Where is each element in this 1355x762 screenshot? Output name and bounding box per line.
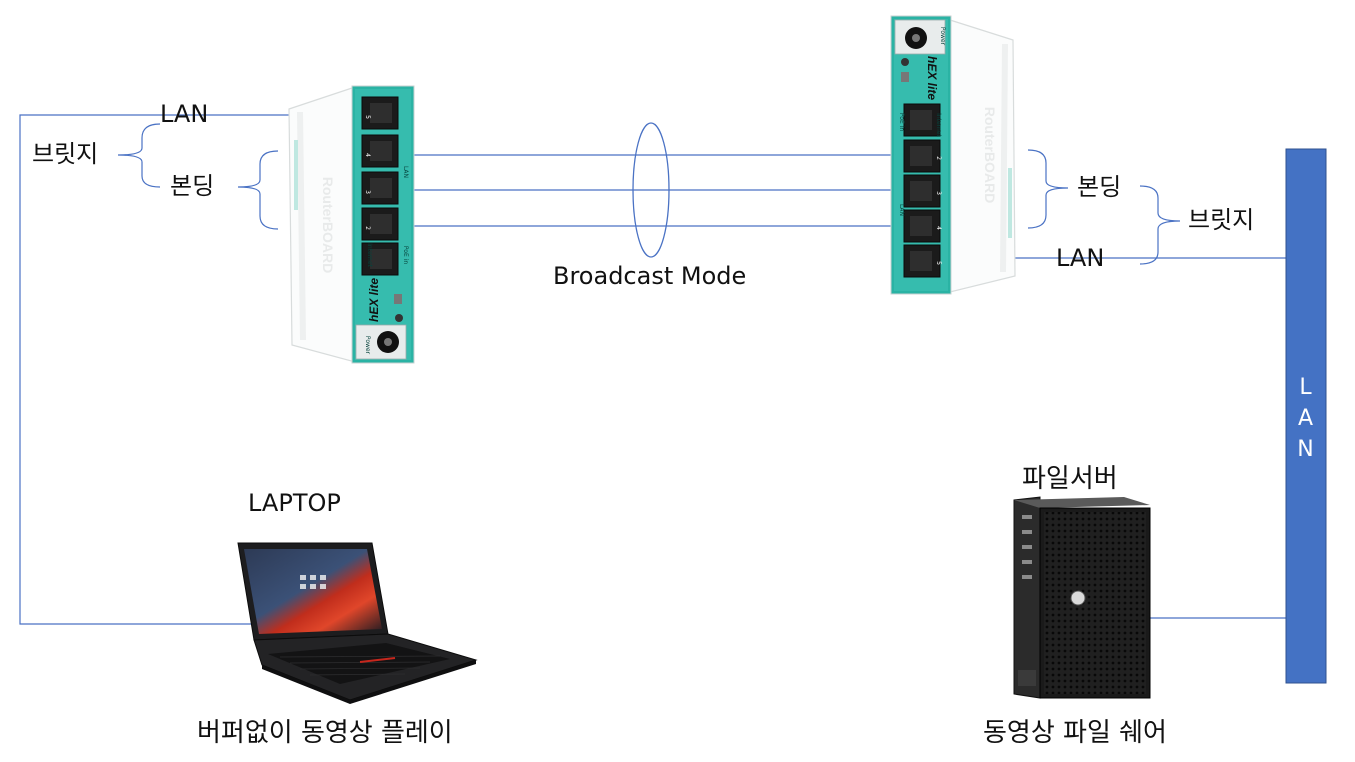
right-router-brand: hEX lite [925, 56, 939, 100]
left-router-brand: hEX lite [367, 278, 381, 322]
ethernet-port-socket [370, 249, 392, 269]
left-lan-label: LAN [160, 100, 209, 128]
lan-bar-char: N [1297, 437, 1315, 462]
ethernet-port-socket [910, 216, 932, 236]
laptop-title: LAPTOP [248, 489, 341, 517]
server-mesh [1044, 512, 1146, 694]
right-router-text-lan: LAN [898, 204, 905, 216]
right-bridge-label: 브릿지 [1188, 206, 1255, 234]
left-router-led-block [394, 294, 402, 304]
ethernet-port-socket [910, 146, 932, 166]
file-server-caption: 동영상 파일 쉐어 [983, 718, 1167, 748]
ethernet-port-number: 4 [935, 226, 942, 230]
right-router: RouterBOARD 2 3 4 5 hEX lite Internet PoE i… [890, 15, 1016, 295]
left-router: RouterBOARD 5 4 3 2 hEX lite Internet PoE i… [288, 85, 415, 364]
lan-bar-char: L [1299, 375, 1313, 400]
ethernet-port-socket [370, 141, 392, 161]
ethernet-port-socket [370, 103, 392, 123]
server-side [1013, 496, 1041, 699]
left-router-text-poe: PoE in [402, 246, 409, 264]
laptop-front-edge [262, 660, 476, 704]
ethernet-port-number: 2 [935, 156, 942, 160]
ethernet-port-socket [370, 178, 392, 198]
right-router-watermark: RouterBOARD [982, 107, 998, 203]
ethernet-port-socket [910, 251, 932, 271]
left-router-ports: 5 4 3 2 [361, 96, 399, 276]
right-router-leds [1008, 168, 1012, 238]
file-server-illustration [1013, 496, 1151, 699]
lan-bar-char: A [1297, 406, 1315, 431]
right-bridge-brace [1139, 185, 1181, 265]
right-router-text-poe: PoE in [898, 113, 905, 131]
right-router-reset-button [901, 58, 909, 66]
server-logo [1070, 590, 1086, 606]
lan-bar-label: L A N [1286, 372, 1326, 465]
connection-lines [19, 114, 1286, 625]
left-router-watermark: RouterBOARD [320, 177, 336, 273]
broadcast-ellipse [632, 122, 670, 258]
ethernet-port-socket [910, 110, 932, 130]
left-bonding-label: 본딩 [170, 172, 215, 200]
left-router-text-internet: Internet [366, 243, 373, 267]
right-router-led-block [901, 72, 909, 82]
right-bonding-label: 본딩 [1077, 173, 1122, 201]
right-bonding-brace [1027, 149, 1069, 229]
ethernet-port-socket [370, 214, 392, 234]
server-top [1014, 497, 1150, 508]
left-bridge-brace [117, 123, 161, 188]
ethernet-port-socket [910, 181, 932, 201]
left-bonding-brace [237, 150, 279, 230]
laptop-screen [244, 549, 382, 634]
right-router-vent [1000, 43, 1008, 273]
left-router-reset-button [395, 314, 403, 322]
right-router-ports: 2 3 4 5 [903, 103, 942, 278]
ethernet-port-number: 4 [364, 153, 371, 157]
laptop-lan-cable [19, 114, 372, 625]
left-bridge-label: 브릿지 [32, 140, 99, 168]
ethernet-port-number: 5 [935, 261, 942, 265]
ethernet-port-number: 3 [935, 191, 942, 195]
left-router-vent [297, 111, 306, 341]
braces [117, 123, 1181, 265]
right-lan-label: LAN [1056, 244, 1105, 272]
lan-bar [1285, 148, 1327, 684]
right-router-text-internet: Internet [935, 113, 942, 137]
left-router-text-lan: LAN [402, 166, 409, 178]
file-server-title: 파일서버 [1022, 464, 1118, 494]
broadcast-mode-label: Broadcast Mode [553, 262, 747, 290]
ethernet-port-number: 5 [364, 115, 371, 119]
laptop-illustration [237, 542, 478, 704]
ethernet-port-number: 3 [364, 190, 371, 194]
ethernet-port-number: 2 [364, 226, 371, 230]
laptop-caption: 버퍼없이 동영상 플레이 [197, 718, 453, 748]
laptop-keyboard [268, 643, 450, 684]
left-router-leds [294, 140, 298, 210]
right-router-text-power: Power [939, 27, 946, 46]
left-router-text-power: Power [364, 336, 371, 355]
